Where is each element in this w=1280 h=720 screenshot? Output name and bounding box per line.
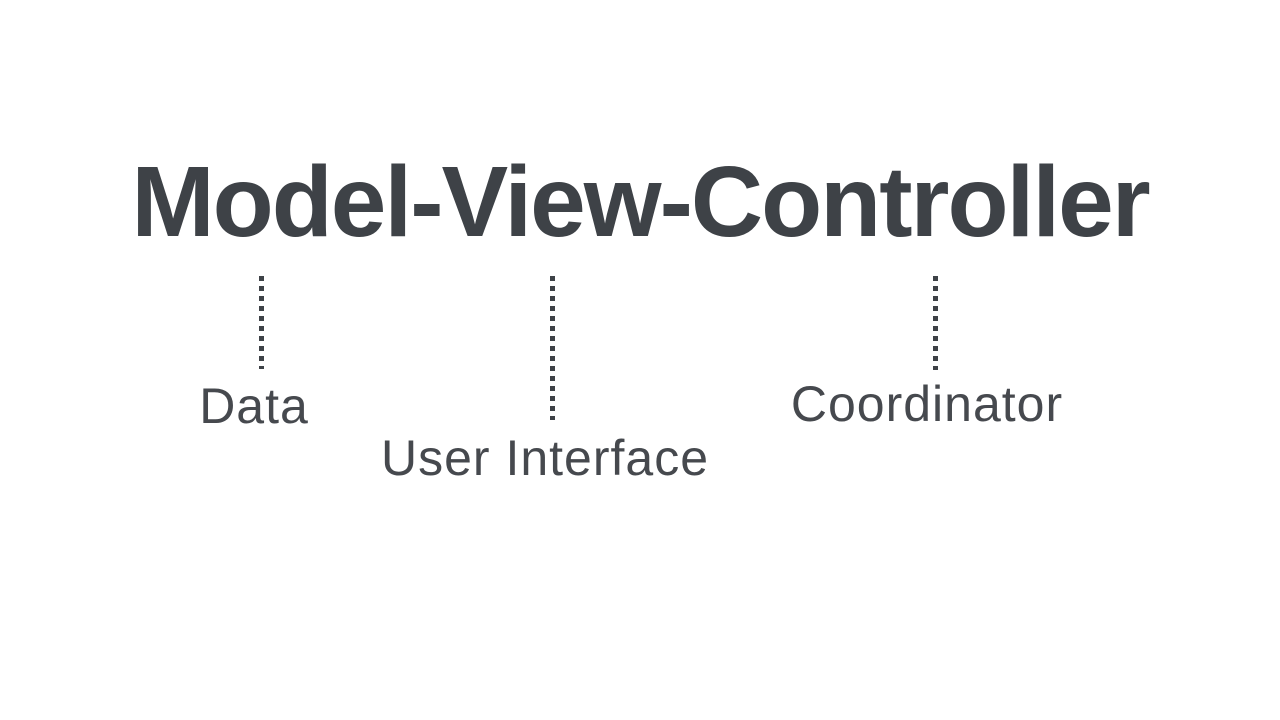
annotation-label-model: Data	[199, 378, 309, 434]
annotation-label-controller: Coordinator	[790, 376, 1064, 432]
annotation-label-view: User Interface	[380, 430, 710, 486]
dotted-connector-model	[259, 276, 264, 369]
dotted-connector-view	[550, 276, 555, 420]
page-title: Model-View-Controller	[131, 146, 1150, 258]
dotted-connector-controller	[933, 276, 938, 370]
